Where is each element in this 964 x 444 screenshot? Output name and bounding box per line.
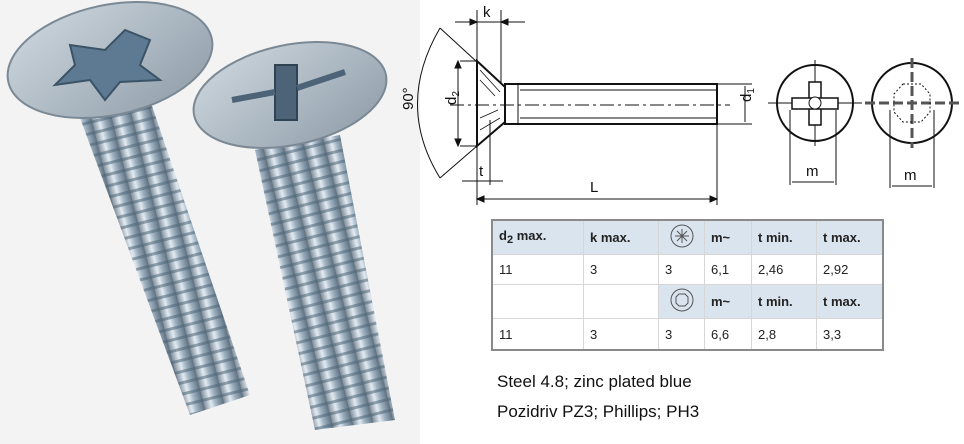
label-t: t [479,163,484,180]
svg-text:d2: d2 [443,91,462,105]
right-screw [192,41,395,430]
header-tmin: t min. [751,219,817,255]
drive-caption: Pozidriv PZ3; Phillips; PH3 [497,402,700,421]
table-row: 11 3 3 6,1 2,46 2,92 [491,253,884,286]
header-d2: d2 max. [491,219,584,255]
label-m-right: m [904,167,917,184]
screws-photo [0,0,420,444]
phillips-recess-icon [670,288,693,312]
pozidriv-recess-icon [670,224,693,248]
header-tmax: t max. [816,219,884,255]
material-caption: Steel 4.8; zinc plated blue [497,372,692,391]
header-m: m~ [704,219,752,255]
svg-text:d1: d1 [738,88,757,102]
technical-drawing: k 90° d2 d1 t L m m [400,4,960,205]
label-k: k [483,4,491,21]
left-screw [6,1,250,415]
header-k: k max. [583,219,659,255]
label-angle: 90° [400,87,417,110]
table-row: 11 3 3 6,6 2,8 3,3 [491,318,884,351]
label-L: L [590,179,598,196]
dimension-table: d2 max. k max. m~ t min. t max. 11 3 3 6… [491,219,884,351]
label-m-left: m [806,163,819,180]
